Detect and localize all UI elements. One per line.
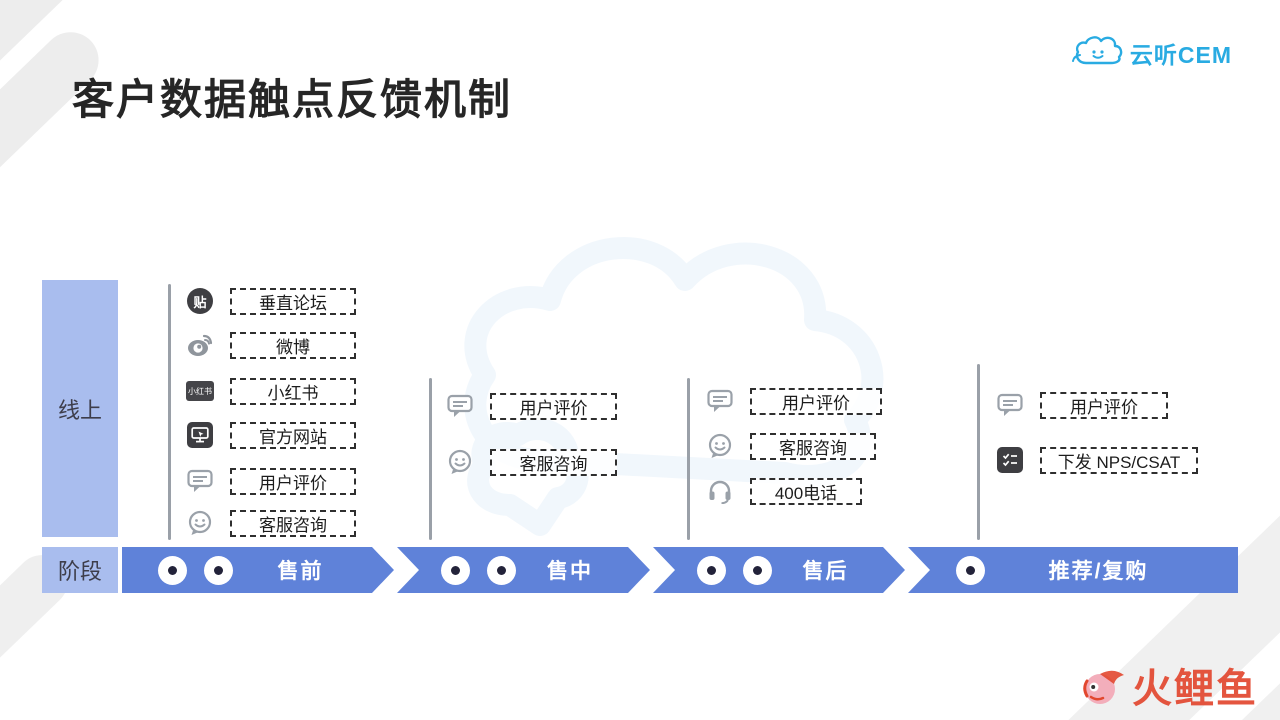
- stage-dot: [158, 556, 187, 585]
- stage-label: 推荐/复购: [1048, 560, 1149, 583]
- touchpoint-row: 客服咨询: [706, 432, 876, 460]
- column-divider: [168, 284, 171, 540]
- touchpoint-label: 下发 NPS/CSAT: [1040, 446, 1198, 474]
- stage-segment-presale: 售前: [122, 547, 394, 593]
- touchpoint-row: 官方网站: [186, 421, 356, 449]
- touchpoint-row: 400电话: [706, 477, 862, 505]
- cloud-logo-icon: [1071, 36, 1123, 65]
- stage-label: 售前: [277, 560, 324, 583]
- service-smile-icon: [446, 448, 474, 476]
- stage-dots: [697, 556, 772, 585]
- stage-dot: [956, 555, 985, 585]
- touchpoint-row: 用户评价: [446, 392, 617, 420]
- touchpoint-row: 下发 NPS/CSAT: [996, 446, 1198, 474]
- touchpoint-label: 客服咨询: [230, 509, 356, 537]
- site-watermark: 火鲤鱼: [1080, 656, 1258, 714]
- stage-segment-midsale: 售中: [397, 547, 650, 593]
- touchpoint-label: 用户评价: [750, 387, 882, 415]
- comment-icon: [446, 392, 474, 420]
- touchpoint-row: 用户评价: [186, 467, 356, 495]
- brand-logo-text: 云听CEM: [1129, 42, 1232, 68]
- website-icon: [186, 421, 214, 449]
- touchpoint-row: 微博: [186, 331, 356, 359]
- comment-icon: [186, 467, 214, 495]
- touchpoint-label: 用户评价: [490, 392, 617, 420]
- touchpoint-row: 贴 垂直论坛: [186, 287, 356, 315]
- site-watermark-text: 火鲤鱼: [1132, 667, 1258, 711]
- touchpoint-row: 用户评价: [706, 387, 882, 415]
- touchpoint-row: 客服咨询: [446, 448, 617, 476]
- stage-dot: [743, 556, 772, 585]
- touchpoint-label: 小红书: [230, 377, 356, 405]
- touchpoint-label: 客服咨询: [490, 448, 617, 476]
- stage-dot: [441, 556, 470, 585]
- touchpoint-label: 微博: [230, 331, 356, 359]
- xiaohongshu-icon: 小红书: [186, 377, 214, 405]
- stage-label: 售中: [547, 560, 593, 583]
- stage-segment-repurchase: 推荐/复购: [908, 547, 1238, 593]
- touchpoint-label: 用户评价: [1040, 391, 1168, 419]
- touchpoint-row: 用户评价: [996, 391, 1168, 419]
- brand-logo: 云听CEM: [1071, 34, 1232, 72]
- fish-icon: [1083, 670, 1124, 704]
- stage-label: 售后: [802, 560, 849, 583]
- row-label-online: 线上: [42, 280, 118, 537]
- stage-segment-aftersale: 售后: [653, 547, 905, 593]
- page-title: 客户数据触点反馈机制: [72, 76, 513, 123]
- row-label-stage: 阶段: [42, 547, 118, 593]
- touchpoint-label: 客服咨询: [750, 432, 876, 460]
- corner-stripe: [0, 20, 111, 256]
- stage-dots: [956, 555, 985, 585]
- touchpoint-label: 官方网站: [230, 421, 356, 449]
- column-divider: [687, 378, 690, 540]
- headset-icon: [706, 477, 734, 505]
- service-smile-icon: [706, 432, 734, 460]
- column-divider: [977, 364, 980, 540]
- comment-icon: [996, 391, 1024, 419]
- checklist-icon: [996, 446, 1024, 474]
- stage-dots: [441, 556, 516, 585]
- touchpoint-row: 客服咨询: [186, 509, 356, 537]
- stage-dot: [487, 556, 516, 585]
- stage-dot: [204, 556, 233, 585]
- column-divider: [429, 378, 432, 540]
- weibo-icon: [186, 331, 214, 359]
- stage-dots: [158, 556, 233, 585]
- stage-dot: [697, 556, 726, 585]
- touchpoint-row: 小红书 小红书: [186, 377, 356, 405]
- touchpoint-label: 垂直论坛: [230, 287, 356, 315]
- comment-icon: [706, 387, 734, 415]
- touchpoint-label: 400电话: [750, 477, 862, 505]
- touchpoint-label: 用户评价: [230, 467, 356, 495]
- service-smile-icon: [186, 509, 214, 537]
- stage-timeline: 售前 售中 售后 推荐/复购: [122, 547, 1238, 593]
- cloud-watermark: [464, 237, 884, 536]
- tieba-icon: 贴: [186, 287, 214, 315]
